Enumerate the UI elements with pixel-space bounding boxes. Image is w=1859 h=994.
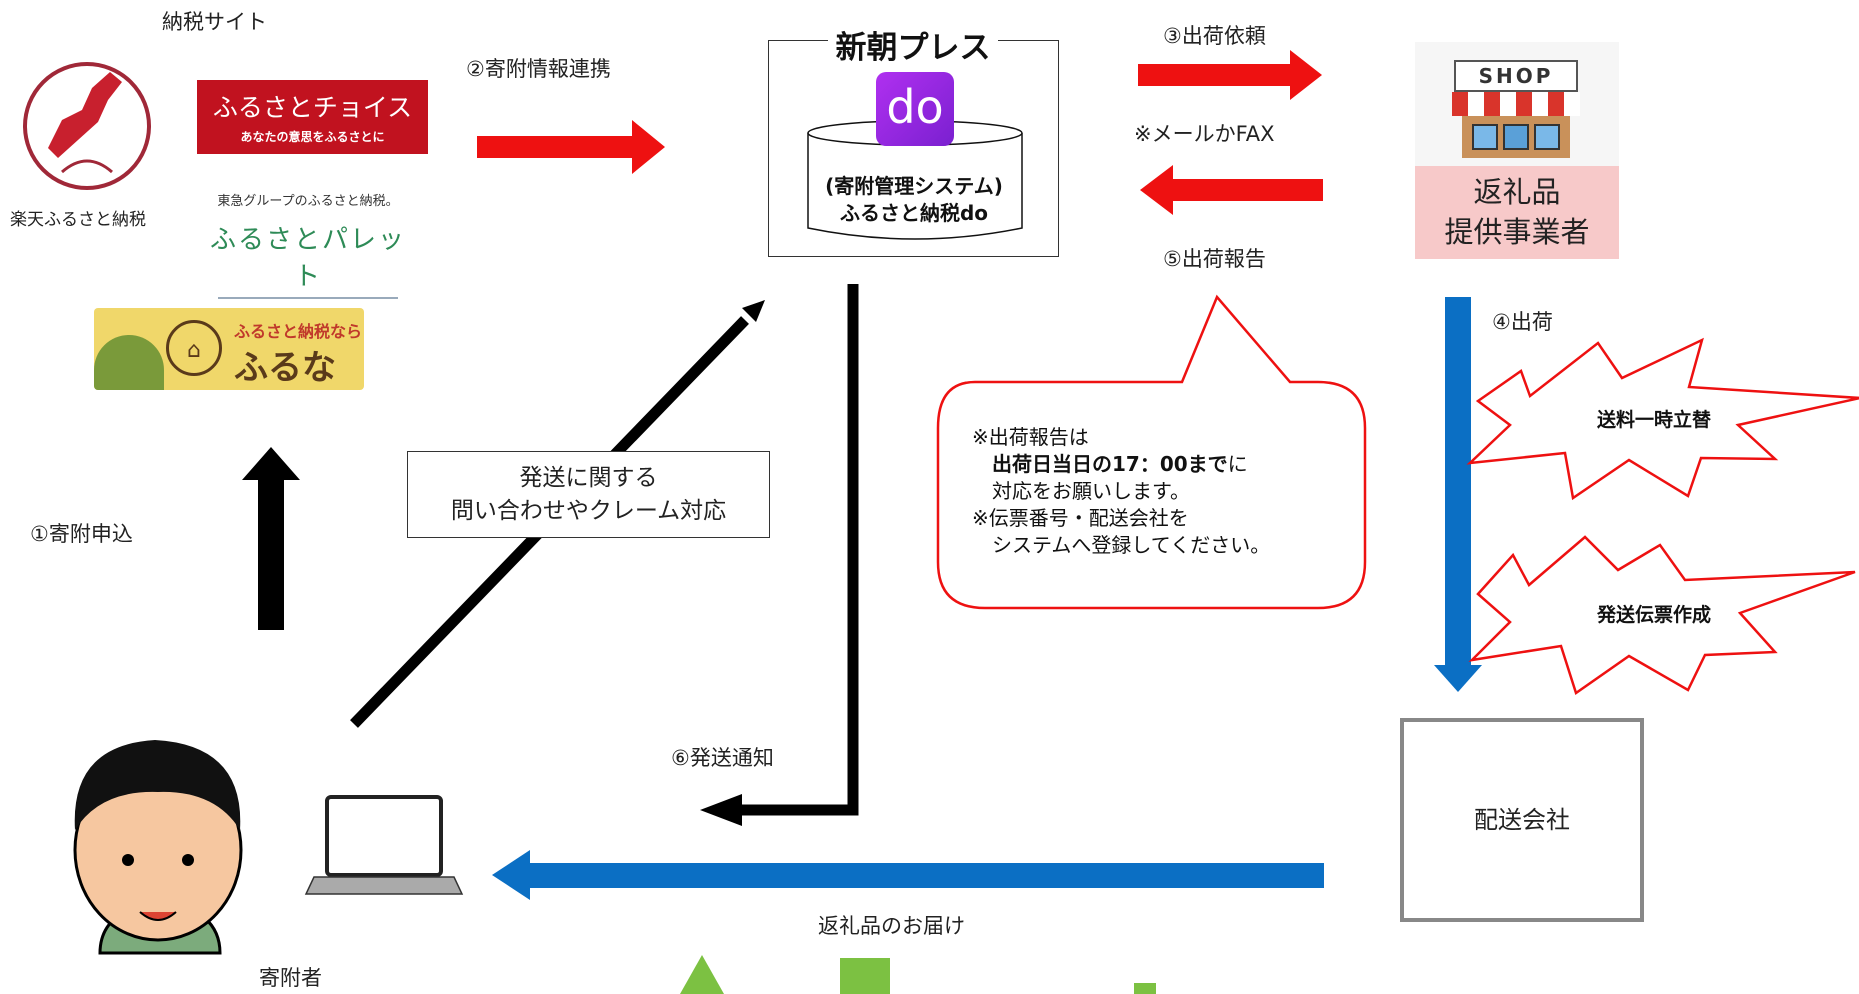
furusato-palette-logo: 東急グループのふるさと納税。 ふるさとパレット <box>210 190 406 299</box>
arrow-shukka-shaft <box>1445 297 1471 667</box>
shop-window-icon <box>1534 124 1560 150</box>
bottom-building-2 <box>840 958 890 994</box>
avatar-mouth <box>139 911 177 921</box>
label-shukka: ④出荷 <box>1492 310 1553 334</box>
arrow-kifu-moushikomi <box>242 447 300 630</box>
arrow-hassou-tsuchi <box>740 284 859 816</box>
laptop-screen <box>325 795 443 877</box>
inquiry-note-box: 発送に関する 問い合わせやクレーム対応 <box>407 451 770 538</box>
arrow-delivery-shaft <box>528 863 1324 888</box>
arrow-shukka-head <box>1434 665 1482 692</box>
label-mail-fax: ※メールかFAX <box>1134 122 1275 146</box>
burst-postage <box>1466 337 1859 501</box>
callout-line1: ※出荷報告は <box>972 425 1089 449</box>
do-app-icon: do <box>876 72 954 146</box>
arrow-shukka-houkoku <box>1140 165 1323 215</box>
label-henreihin-otodoke: 返礼品のお届け <box>818 914 965 938</box>
label-nouzei-site: 納税サイト <box>162 10 267 34</box>
db-label-line1: (寄附管理システム) <box>825 174 1003 198</box>
callout-bubble <box>936 294 1367 610</box>
furunavi-house-icon: ⌂ <box>166 320 222 376</box>
press-title: 新朝プレス <box>828 22 998 67</box>
db-label-line2: ふるさと納税do <box>839 201 989 225</box>
palette-main-text: ふるさとパレット <box>210 225 407 292</box>
label-kifu-info: ②寄附情報連携 <box>466 57 611 81</box>
shop-door-icon <box>1503 124 1529 150</box>
shop-sign: SHOP <box>1454 60 1578 92</box>
callout-line5: システムへ登録してください。 <box>992 533 1271 557</box>
bottom-building-1 <box>680 955 724 994</box>
callout-line2: 出荷日当日の17：00までに <box>972 451 1270 478</box>
rakuten-logo-text: 楽天ふるさと納税 <box>10 210 146 230</box>
db-label: (寄附管理システム) ふるさと納税do <box>800 173 1028 227</box>
delivery-company-box: 配送会社 <box>1400 718 1644 922</box>
callout-line4: ※伝票番号・配送会社を <box>972 506 1189 530</box>
shop-window-icon <box>1472 124 1498 150</box>
label-hassou-tsuchi: ⑥発送通知 <box>671 746 774 770</box>
shop-label-line1: 返礼品 <box>1473 175 1561 209</box>
burst-slip-label: 発送伝票作成 <box>1597 604 1712 626</box>
note-line1: 発送に関する <box>519 465 658 491</box>
label-kifu-moushikomi: ①寄附申込 <box>30 522 133 546</box>
note-line2: 問い合わせやクレーム対応 <box>450 498 727 524</box>
callout-line3: 対応をお願いします。 <box>992 479 1190 503</box>
shop-label: 返礼品 提供事業者 <box>1415 166 1619 259</box>
arrow-kifu-info <box>477 120 665 174</box>
label-shukka-houkoku: ⑤出荷報告 <box>1163 247 1266 271</box>
callout-line2-tail: に <box>1227 452 1248 476</box>
shop-awning-icon <box>1452 92 1580 116</box>
burst-slip <box>1468 535 1856 695</box>
db-cylinder <box>807 133 1023 240</box>
callout-line2-bold: 出荷日当日の17：00まで <box>992 452 1228 476</box>
choice-main-text: ふるさとチョイス <box>212 93 413 122</box>
laptop-base <box>304 876 464 895</box>
arrow-hassou-tsuchi-head <box>700 794 742 826</box>
shop-label-line2: 提供事業者 <box>1444 215 1590 249</box>
arrow-inquiry-head <box>742 300 765 322</box>
furunavi-hill <box>94 335 164 390</box>
furusato-choice-logo: ふるさとチョイス あなたの意思をふるさとに <box>197 80 428 154</box>
furunavi-logo: ⌂ ふるさと納税なら ふるなび <box>94 308 364 390</box>
label-shukka-irai: ③出荷依頼 <box>1163 24 1266 48</box>
label-kifusha: 寄附者 <box>259 966 322 990</box>
avatar-hair <box>74 740 241 830</box>
palette-skyline <box>218 297 398 299</box>
callout-text: ※出荷報告は 出荷日当日の17：00までに 対応をお願いします。 ※伝票番号・配… <box>972 424 1270 559</box>
arrow-delivery-head <box>492 850 530 900</box>
furunavi-top-text: ふるさと納税なら <box>234 322 363 341</box>
arrow-shukka-irai <box>1138 50 1322 100</box>
choice-sub-text: あなたの意思をふるさとに <box>240 130 385 144</box>
avatar-eye-right <box>182 854 194 866</box>
furunavi-main-text: ふるなび <box>234 348 336 388</box>
bottom-building-3 <box>1134 983 1156 994</box>
avatar-eye-left <box>122 854 134 866</box>
rakuten-logo-map <box>48 72 122 158</box>
palette-top-text: 東急グループのふるさと納税。 <box>217 194 399 209</box>
rakuten-logo-ribbon <box>61 159 113 174</box>
burst-postage-label: 送料一時立替 <box>1597 409 1712 431</box>
